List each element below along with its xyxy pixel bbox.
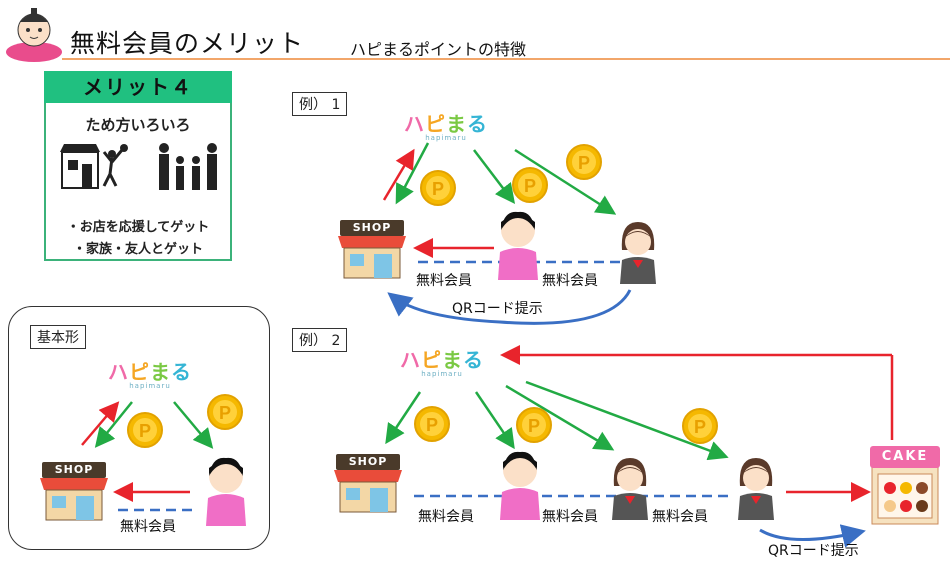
hapimaru-logo-example1: ハピまる hapimaru — [404, 112, 488, 142]
hapimaru-logo-example2: ハピまる hapimaru — [400, 348, 484, 378]
example2-tag: 例） 2 — [292, 328, 348, 352]
shop-sign-example1: SHOP — [352, 221, 392, 234]
example1-tag: 例） 1 — [292, 92, 348, 116]
cake-sign: CAKE — [881, 449, 929, 464]
hapimaru-logo-basic: ハピまる hapimaru — [108, 360, 192, 390]
mascot-icon — [6, 8, 62, 62]
page-subtitle: ハピまるポイントの特徴 — [350, 40, 527, 59]
merit-bullet-2: ・家族・友人とゲット — [72, 242, 203, 257]
example2-member-label-2: 無料会員 — [542, 509, 598, 525]
example2-member-label-1: 無料会員 — [418, 509, 474, 525]
example2-member-label-3: 無料会員 — [652, 509, 708, 525]
basic-member-label: 無料会員 — [120, 519, 176, 535]
page-title: 無料会員のメリット — [70, 29, 305, 58]
family-icon — [159, 143, 217, 190]
example2-qr-label: QRコード提示 — [768, 543, 859, 559]
title-rule — [62, 58, 950, 60]
basic-panel — [8, 306, 270, 550]
example1-member-label-2: 無料会員 — [542, 273, 598, 289]
merit-subtitle: ため方いろいろ — [85, 116, 191, 134]
example1-member-label-1: 無料会員 — [416, 273, 472, 289]
cake-shop-icon — [870, 446, 940, 525]
shop-cheer-icon — [60, 144, 128, 189]
merit-bullet-1: ・お店を応援してゲット — [66, 220, 210, 235]
shop-sign-example2: SHOP — [348, 455, 388, 468]
example1-qr-label: QRコード提示 — [452, 301, 543, 317]
shop-sign-basic: SHOP — [54, 463, 94, 476]
basic-tag: 基本形 — [30, 325, 86, 349]
merit-title: メリット４ — [44, 71, 232, 103]
